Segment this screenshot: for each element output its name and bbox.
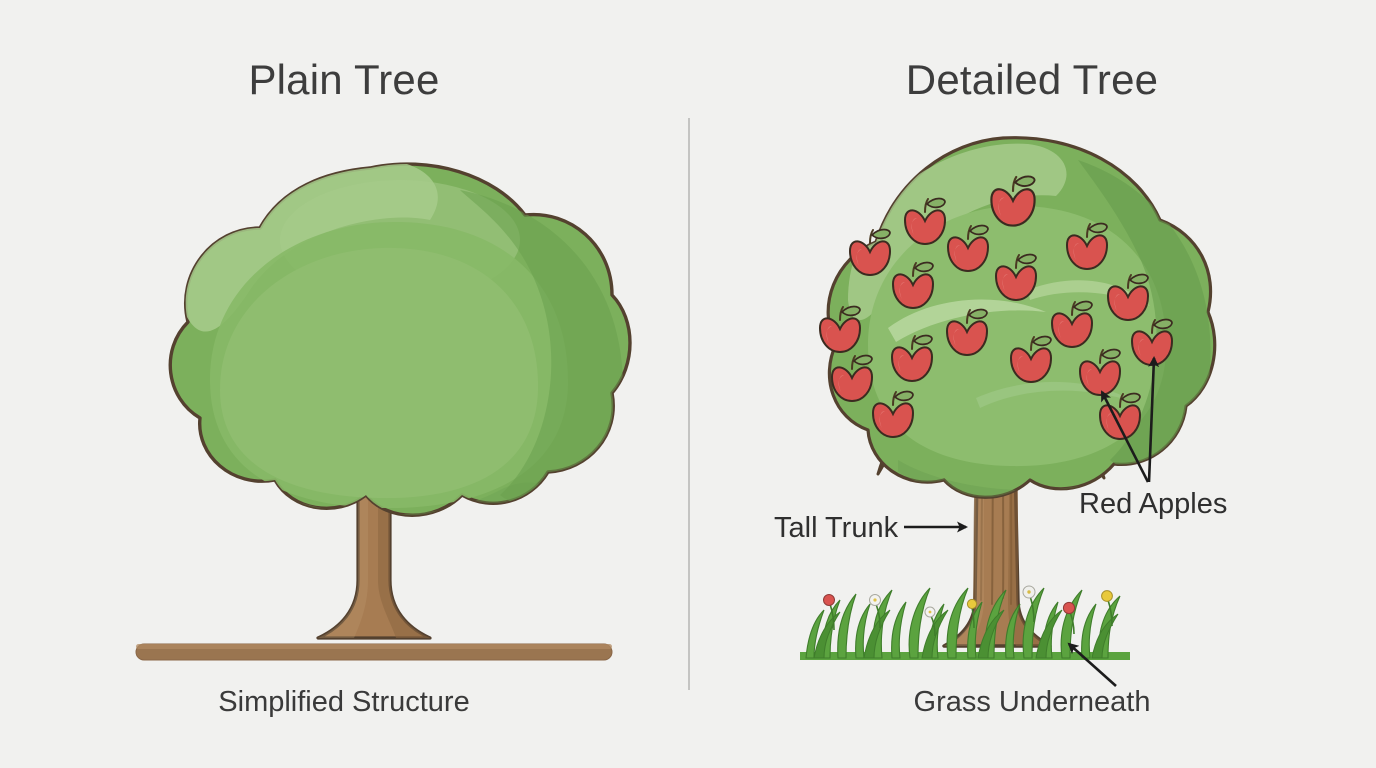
page-title-plain: Plain Tree	[248, 56, 440, 103]
plain-tree-illustration	[135, 162, 632, 661]
annotation-arrows	[904, 356, 1160, 687]
annotation-label-red-apples: Red Apples	[1079, 488, 1228, 520]
grass-patch	[800, 585, 1130, 660]
annotation-label-grass-underneath: Grass Underneath	[913, 686, 1151, 718]
panel-divider	[688, 118, 690, 690]
arrow-red-apples-a	[1100, 390, 1150, 483]
flower-yellow	[966, 598, 978, 629]
arrow-red-apples-b	[1147, 356, 1160, 483]
flower-yellow	[1101, 590, 1113, 627]
caption-simplified-structure: Simplified Structure	[218, 686, 470, 718]
page-title-detailed: Detailed Tree	[905, 56, 1159, 103]
arrow-grass-underneath	[1067, 642, 1117, 687]
flower-red	[1062, 601, 1076, 635]
flower-red	[823, 594, 835, 631]
plain-canopy-shading	[180, 164, 624, 516]
annotation-label-tall-trunk: Tall Trunk	[774, 512, 899, 544]
ground-bar	[135, 643, 613, 661]
panel-plain-tree: Plain Tree	[135, 56, 632, 718]
flower-white	[869, 594, 881, 629]
plain-tree-canopy	[168, 162, 632, 517]
detailed-tree-illustration	[800, 136, 1217, 660]
flower-white	[1022, 585, 1036, 623]
grass-flowers	[823, 585, 1113, 637]
flower-white	[924, 606, 936, 637]
panel-detailed-tree: Detailed Tree	[688, 0, 1376, 768]
